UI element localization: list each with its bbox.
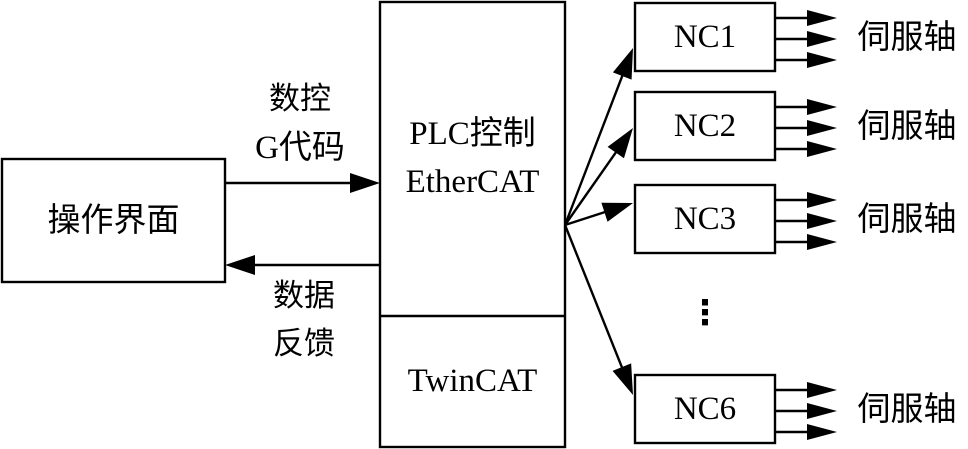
servo-arrow-nc3-3-head bbox=[807, 234, 837, 250]
controller-twincat-label: TwinCAT bbox=[407, 363, 538, 399]
fan-arrow-nc6-line bbox=[563, 224, 628, 379]
feedback-arrow-head bbox=[225, 255, 255, 275]
fan-arrow-nc3-head bbox=[601, 202, 633, 222]
servo-arrow-nc3-1-head bbox=[807, 192, 837, 208]
servo-axis-label-nc3: 伺服轴 bbox=[857, 199, 957, 238]
feedback-link-label-line1: 数据 bbox=[273, 278, 335, 314]
fan-arrow-nc1-head bbox=[612, 48, 633, 80]
nc-label-nc6: NC6 bbox=[673, 391, 737, 427]
servo-arrow-nc1-3-head bbox=[807, 52, 837, 68]
nc-label-nc1: NC1 bbox=[673, 19, 737, 55]
operator-interface-box bbox=[0, 157, 227, 284]
servo-axis-label-nc1: 伺服轴 bbox=[857, 17, 957, 56]
servo-arrow-nc3-2-head bbox=[807, 213, 837, 229]
servo-arrow-nc2-1-head bbox=[807, 99, 837, 115]
servo-axis-label-nc2: 伺服轴 bbox=[857, 106, 957, 145]
servo-arrow-nc2-2-head bbox=[807, 120, 837, 136]
servo-arrow-nc6-2-head bbox=[807, 403, 837, 419]
fan-arrow-nc1-line bbox=[563, 64, 628, 226]
nc-box-nc6 bbox=[633, 373, 777, 445]
servo-arrow-nc6-3-head bbox=[807, 424, 837, 440]
nc-box-nc3 bbox=[633, 183, 777, 255]
servo-arrow-nc2-3-head bbox=[807, 141, 837, 157]
controller-plc-label: PLC控制 bbox=[409, 116, 536, 152]
fan-arrow-nc6-head bbox=[612, 363, 633, 395]
nc-label-nc2: NC2 bbox=[673, 108, 737, 144]
gcode-arrow-head bbox=[350, 173, 380, 193]
fan-arrow-nc2-line bbox=[564, 142, 624, 226]
servo-arrow-nc1-2-head bbox=[807, 31, 837, 47]
operator-interface-label: 操作界面 bbox=[47, 200, 180, 239]
nc-label-nc3: NC3 bbox=[673, 201, 737, 237]
gcode-link-label-line2: G代码 bbox=[255, 130, 345, 166]
gcode-link-label-line1: 数控 bbox=[269, 81, 331, 117]
nc-box-nc2 bbox=[633, 90, 777, 162]
more-nc-ellipsis: ⋮ bbox=[688, 293, 722, 333]
servo-arrow-nc6-1-head bbox=[807, 382, 837, 398]
servo-axis-label-nc6: 伺服轴 bbox=[857, 389, 957, 428]
controller-ethercat-label: EtherCAT bbox=[405, 164, 540, 200]
servo-arrow-nc1-1-head bbox=[807, 10, 837, 26]
feedback-link-label-line2: 反馈 bbox=[273, 326, 335, 362]
fan-arrow-nc2-head bbox=[607, 128, 633, 159]
nc-box-nc1 bbox=[633, 1, 777, 73]
